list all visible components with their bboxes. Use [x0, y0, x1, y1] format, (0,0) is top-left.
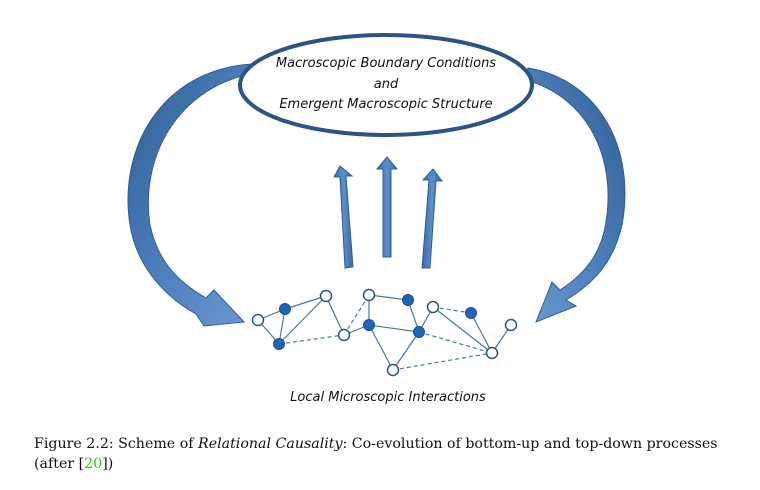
upward-arrow-center — [375, 156, 399, 258]
network-edges — [257, 294, 512, 371]
upward-arrow-left — [333, 165, 354, 269]
caption-after-close: ]) — [102, 456, 114, 472]
node-filled — [413, 326, 425, 338]
node-filled — [402, 294, 414, 306]
upward-arrow-right — [421, 168, 443, 269]
node-hollow — [251, 313, 265, 327]
node-hollow — [319, 289, 333, 303]
network-nodes — [251, 288, 518, 377]
right-curved-arrow — [525, 67, 626, 323]
microscopic-label: Local Microscopic Interactions — [290, 390, 486, 405]
relational-causality-diagram: Macroscopic Boundary Conditions and Emer… — [127, 33, 626, 405]
node-filled — [363, 319, 375, 331]
node-filled — [279, 303, 291, 315]
ellipse-line-1: Macroscopic Boundary Conditions — [276, 56, 496, 71]
node-filled — [273, 338, 285, 350]
caption-italic-term: Relational Causality — [198, 436, 343, 452]
caption-prefix: Figure 2.2: Scheme of — [34, 436, 199, 452]
left-curved-arrow — [127, 63, 253, 327]
macroscopic-ellipse — [238, 33, 534, 137]
ellipse-line-2: and — [374, 77, 399, 92]
node-hollow — [504, 318, 518, 332]
node-filled — [465, 307, 477, 319]
node-hollow — [337, 328, 351, 342]
node-hollow — [485, 346, 499, 360]
figure-caption: Figure 2.2: Scheme of Relational Causali… — [34, 434, 734, 474]
node-hollow — [386, 363, 400, 377]
citation-link[interactable]: 20 — [84, 456, 103, 472]
node-hollow — [362, 288, 376, 302]
caption-after-open: (after [ — [34, 456, 85, 472]
caption-middle: : Co-evolution of bottom-up and top-down… — [342, 436, 718, 452]
ellipse-line-3: Emergent Macroscopic Structure — [279, 97, 492, 112]
node-hollow — [426, 300, 440, 314]
